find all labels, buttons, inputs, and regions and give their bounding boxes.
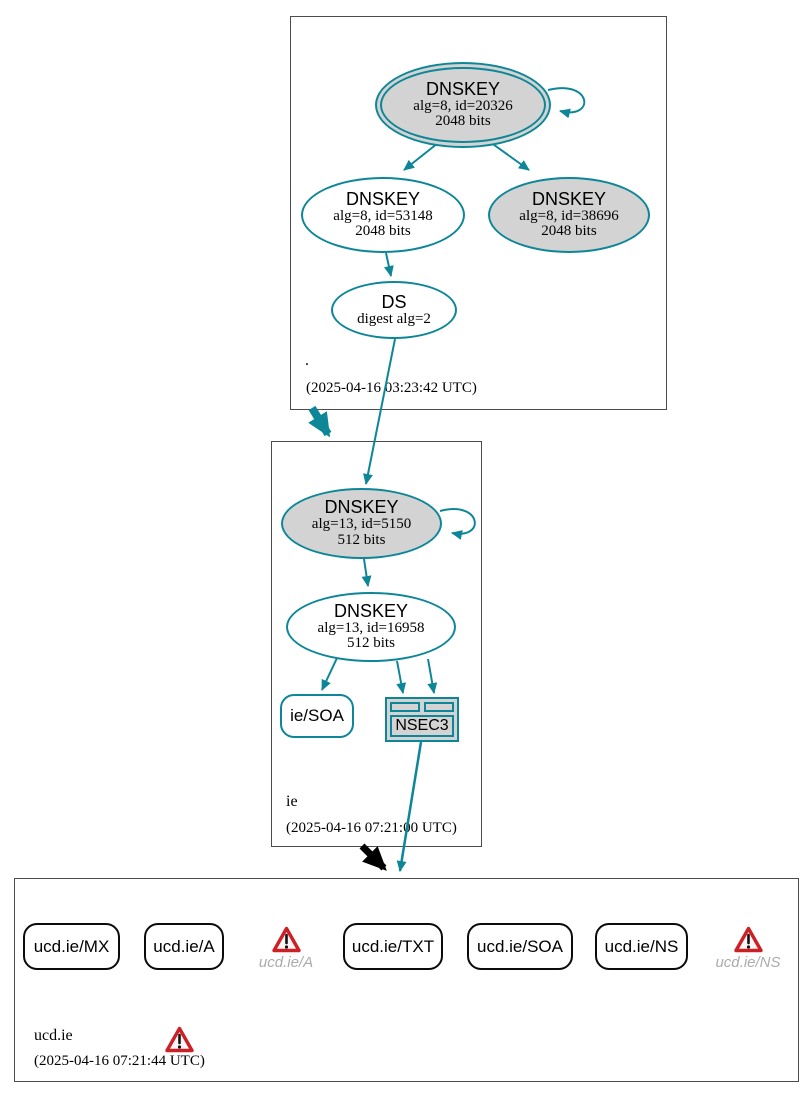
node-detail-bits: 2048 bits [435, 113, 491, 130]
zone-timestamp-ucd-ie: (2025-04-16 07:21:44 UTC) [34, 1053, 205, 1069]
warning-ucd-ie-ns: ucd.ie/NS [706, 926, 790, 971]
node-detail-alg-id: alg=8, id=38696 [519, 207, 619, 224]
node-detail-alg-id: alg=13, id=5150 [311, 516, 412, 533]
warning-icon [271, 926, 301, 953]
node-root-ksk-dnskey: DNSKEY alg=8, id=20326 2048 bits [375, 62, 551, 148]
node-title: DNSKEY [425, 78, 500, 99]
zone-label-ucd-ie: ucd.ie [34, 1027, 73, 1044]
node-ucd-ie-a-rrset: ucd.ie/A [144, 923, 224, 970]
zone-timestamp-root: (2025-04-16 03:23:42 UTC) [306, 380, 477, 396]
node-ucd-ie-soa-rrset: ucd.ie/SOA [467, 923, 573, 970]
edge-insecure-delegation-ie-to-ucd [359, 843, 387, 871]
node-ucd-ie-ns-rrset: ucd.ie/NS [595, 923, 688, 970]
zone-label-ie: ie [286, 793, 298, 810]
node-ie-soa-rrset: ie/SOA [280, 694, 354, 738]
node-ucd-ie-txt-rrset: ucd.ie/TXT [343, 923, 443, 970]
node-title: DNSKEY [333, 600, 408, 621]
warning-ucd-ie-a: ucd.ie/A [246, 926, 326, 971]
warning-label: ucd.ie/A [258, 954, 314, 971]
warning-ucd-ie-zone [164, 1026, 194, 1053]
warning-icon [733, 926, 763, 953]
node-detail-bits: 512 bits [337, 531, 386, 548]
node-ucd-ie-mx-rrset: ucd.ie/MX [23, 923, 120, 970]
node-title: DNSKEY [345, 188, 420, 209]
node-detail-alg-id: alg=8, id=53148 [333, 207, 433, 224]
node-root-dnskey-38696: DNSKEY alg=8, id=38696 2048 bits [488, 177, 650, 253]
edge-secure-delegation-root-to-ie [308, 405, 332, 438]
node-root-zsk-dnskey: DNSKEY alg=8, id=53148 2048 bits [301, 177, 465, 253]
warning-label: ucd.ie/NS [715, 954, 781, 971]
node-detail-alg-id: alg=13, id=16958 [317, 619, 425, 636]
node-ie-ksk-dnskey: DNSKEY alg=13, id=5150 512 bits [281, 488, 442, 559]
nsec3-label: NSEC3 [390, 715, 454, 737]
warning-icon [164, 1026, 194, 1053]
node-ie-nsec3: NSEC3 [385, 697, 459, 742]
node-title: DS [381, 291, 407, 312]
node-detail-digest: digest alg=2 [357, 310, 431, 327]
node-ie-zsk-dnskey: DNSKEY alg=13, id=16958 512 bits [286, 592, 456, 662]
zone-box-root [290, 16, 667, 410]
zone-timestamp-ie: (2025-04-16 07:21:00 UTC) [286, 820, 457, 836]
nsec3-cell-right [424, 702, 454, 712]
zone-box-ucd-ie [14, 878, 799, 1082]
node-title: DNSKEY [324, 497, 399, 518]
nsec3-rrsig-cells [390, 702, 454, 712]
node-detail-bits: 2048 bits [355, 223, 411, 240]
zone-label-root: . [305, 352, 309, 369]
node-detail-bits: 512 bits [347, 635, 395, 652]
node-title: DNSKEY [531, 188, 606, 209]
node-root-ds: DS digest alg=2 [331, 281, 457, 339]
nsec3-cell-left [390, 702, 420, 712]
node-detail-alg-id: alg=8, id=20326 [413, 97, 513, 114]
node-detail-bits: 2048 bits [541, 223, 597, 240]
